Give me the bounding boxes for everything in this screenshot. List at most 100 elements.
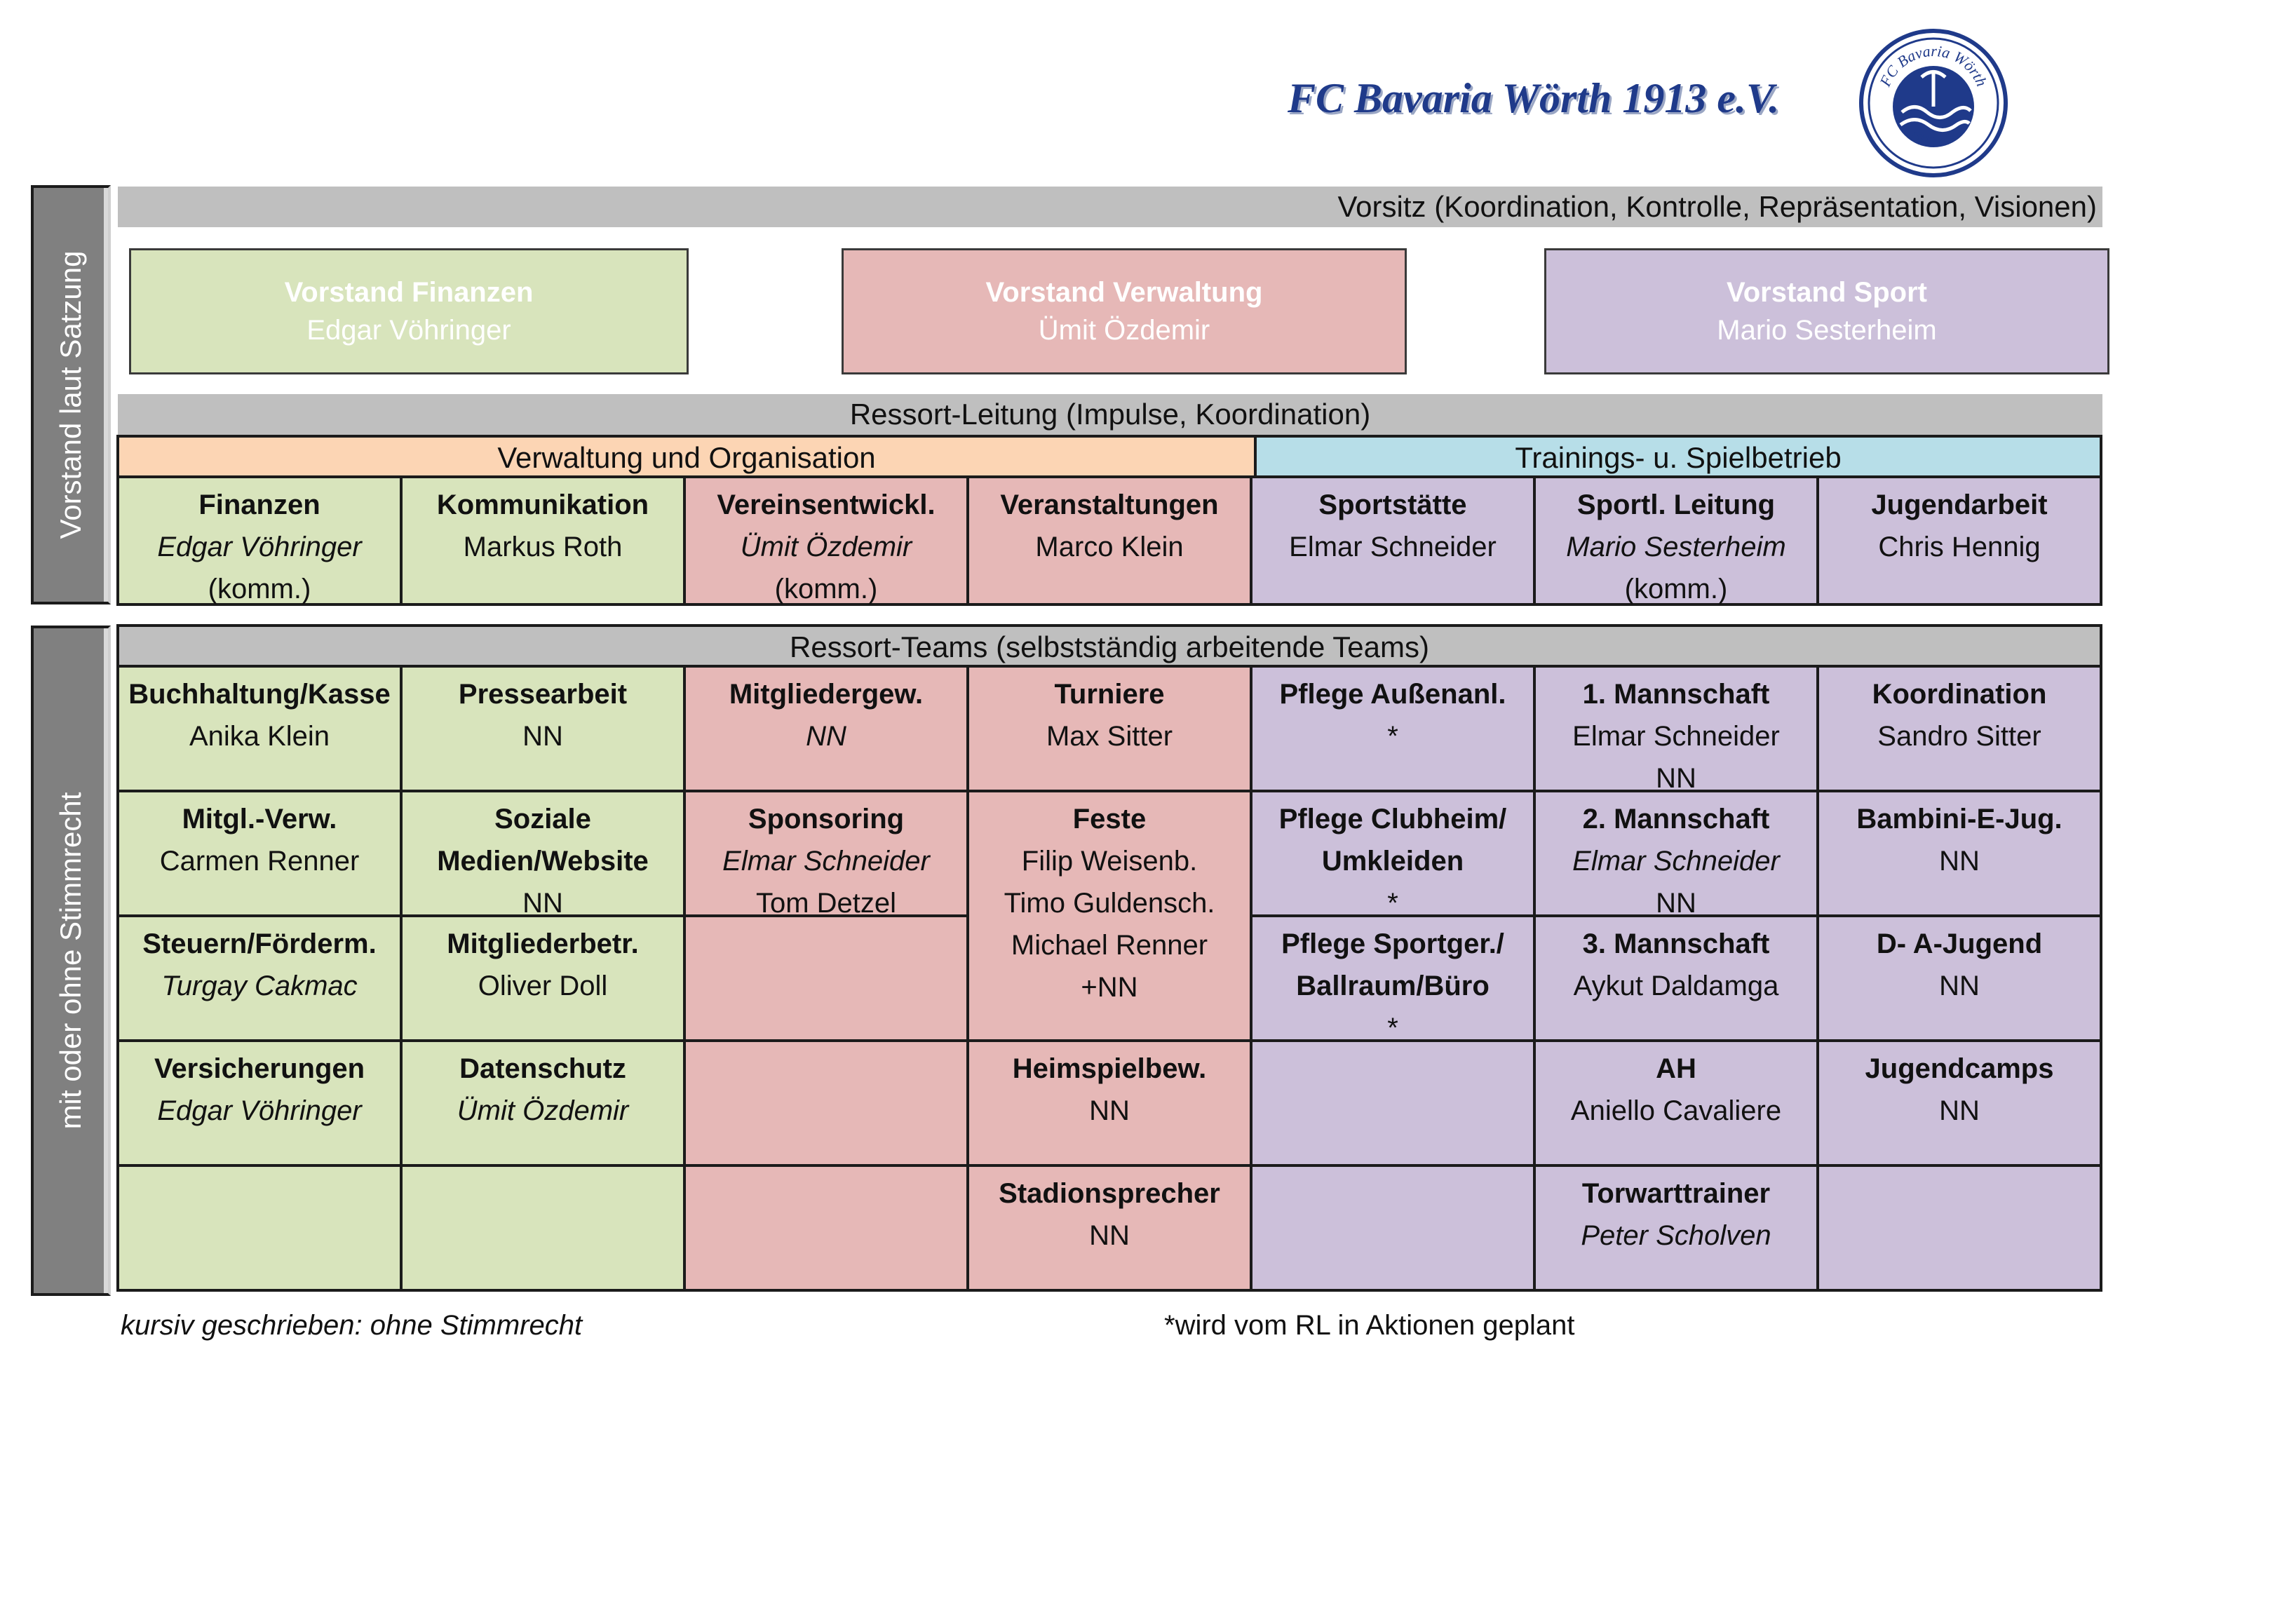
side-bar-stimmrecht [31,626,111,1296]
cell-title: Soziale Medien/Website [437,804,649,877]
cell-line: Michael Renner [1011,930,1208,961]
side-label-vorstand: Vorstand laut Satzung [54,250,87,539]
group-sport: Trainings- u. Spielbetrieb [1254,435,2102,478]
vorstand-finanzen: Vorstand Finanzen Edgar Vöhringer [129,248,689,374]
cell-line: Elmar Schneider [1572,846,1780,877]
cell-title: AH [1656,1053,1696,1084]
cell-title: Pflege Außenanl. [1279,679,1506,710]
cell-title: Steuern/Förderm. [142,928,377,959]
ressort-teams-bar: Ressort-Teams (selbstständig arbeitende … [116,624,2102,668]
vorstand-sport-title: Vorstand Sport [1727,277,1927,308]
cell-title: 3. Mannschaft [1582,928,1770,959]
cell-title: Sportstätte [1318,489,1467,520]
note-asterisk: *wird vom RL in Aktionen geplant [1164,1310,1575,1341]
cell-line: Marco Klein [1035,532,1184,562]
cell-title: Mitgl.-Verw. [182,804,337,834]
cell-line: Anika Klein [189,721,330,752]
cell-line: Max Sitter [1046,721,1173,752]
vorstand-sport: Vorstand Sport Mario Sesterheim [1544,248,2109,374]
cell-line: NN [1939,1095,1980,1126]
cell-line: Timo Guldensch. [1004,888,1215,919]
cell-title: Buchhaltung/Kasse [128,679,391,710]
cell-line: Filip Weisenb. [1021,846,1198,877]
cell-line: Elmar Schneider [1289,532,1497,562]
vorstand-sport-name: Mario Sesterheim [1717,315,1937,346]
cell-title: Torwarttrainer [1581,1178,1771,1209]
cell-title: 1. Mannschaft [1582,679,1770,710]
cell-line: NN [1939,971,1980,1001]
cell-line: Aykut Daldamga [1573,971,1779,1001]
team-cell [683,1164,969,1292]
ressort-teams-label: Ressort-Teams (selbstständig arbeitende … [790,630,1429,663]
cell-line: Edgar Vöhringer [157,532,362,562]
cell-line: NN [1089,1220,1130,1251]
cell-title: Versicherungen [154,1053,365,1084]
group-verwaltung-label: Verwaltung und Organisation [497,441,876,474]
cell-line: (komm.) [1624,574,1728,604]
ressort-leitung-bar: Ressort-Leitung (Impulse, Koordination) [118,394,2102,435]
cell-title: Sponsoring [748,804,905,834]
cell-line: Ümit Özdemir [457,1095,629,1126]
vorstand-verwaltung-title: Vorstand Verwaltung [985,277,1263,308]
cell-title: Feste [1072,804,1147,834]
team-cell [683,914,969,1042]
cell-title: Stadionsprecher [999,1178,1220,1209]
team-cell [683,1039,969,1167]
team-cell: Pflege Außenanl.* [1250,665,1536,792]
cell-line: Ümit Özdemir [740,532,912,562]
cell-title: Pflege Sportger./ Ballraum/Büro [1281,928,1504,1001]
cell-line: Peter Scholven [1581,1220,1771,1251]
cell-title: Mitgliedergew. [729,679,924,710]
cell-title: Turniere [1054,679,1165,710]
cell-line: Elmar Schneider [1572,721,1780,752]
vorstand-finanzen-name: Edgar Vöhringer [306,315,511,346]
team-cell: Pflege Sportger./ Ballraum/Büro * [1250,914,1536,1043]
cell-line: NN [1089,1095,1130,1126]
team-cell: Mitgliederbetr.Oliver Doll [400,914,686,1042]
side-label-stimmrecht: mit oder ohne Stimmrecht [54,792,87,1130]
cell-title: Veranstaltungen [1000,489,1219,520]
cell-title: Koordination [1872,679,2047,710]
cell-title: Kommunikation [436,489,649,520]
cell-title: Jugendarbeit [1871,489,2048,520]
cell-title: 2. Mannschaft [1582,804,1770,834]
team-cell [1250,1039,1536,1167]
cell-line: Turgay Cakmac [161,971,358,1001]
team-cell [1816,1164,2102,1292]
cell-line: * [1387,1013,1398,1043]
team-cell: Steuern/Förderm. Turgay Cakmac [116,914,403,1042]
cell-title: Bambini-E-Jug. [1856,804,2062,834]
cell-title: Mitgliederbetr. [447,928,639,959]
cell-line: NN [522,721,563,752]
cell-line: Sandro Sitter [1877,721,2041,752]
vorsitz-label: Vorsitz (Koordination, Kontrolle, Repräs… [1337,190,2097,223]
cell-line: Edgar Vöhringer [157,1095,362,1126]
ressort-leitung-label: Ressort-Leitung (Impulse, Koordination) [849,398,1371,431]
cell-line: * [1387,888,1398,919]
cell-line: Carmen Renner [159,846,360,877]
vorstand-verwaltung: Vorstand Verwaltung Ümit Özdemir [842,248,1407,374]
cell-title: D- A-Jugend [1876,928,2043,959]
club-crest-icon: FC Bavaria Wörth 1913 e.V. [1858,28,2008,178]
vorstand-finanzen-title: Vorstand Finanzen [284,277,534,308]
cell-line: (komm.) [774,574,878,604]
group-verwaltung: Verwaltung und Organisation [116,435,1257,478]
cell-line: NN [522,888,563,919]
vorsitz-bar: Vorsitz (Koordination, Kontrolle, Repräs… [118,187,2102,227]
cell-title: Pressearbeit [458,679,628,710]
team-cell [1250,1164,1536,1292]
